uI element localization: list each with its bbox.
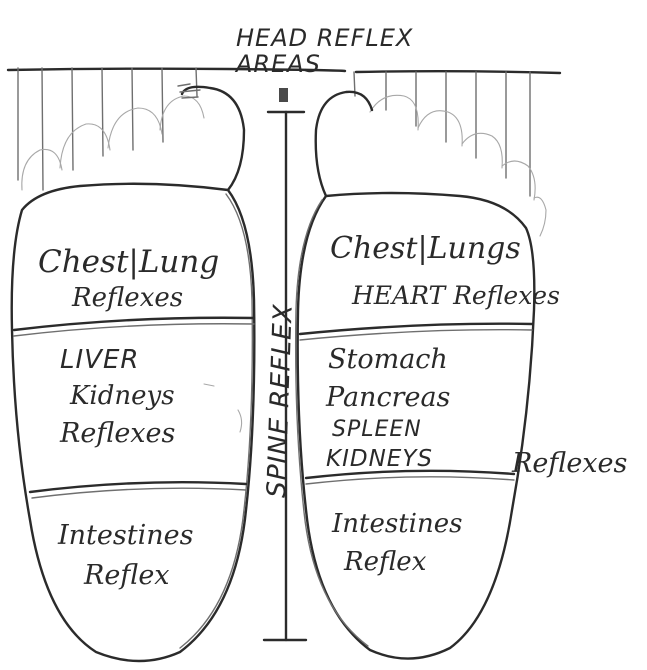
left-zone1-line2: Reflexes	[71, 283, 183, 313]
left-zone2-line1: LIVER	[60, 345, 139, 375]
left-zone2-line2: Kidneys	[69, 381, 175, 411]
right-zone2-line2: Pancreas	[325, 382, 450, 413]
left-zone3-line1: Intestines	[57, 520, 193, 551]
left-zone1-line1: Chest|Lung	[38, 244, 219, 280]
head-areas-label: AREAS	[234, 50, 321, 78]
head-reflex-label: HEAD REFLEX	[236, 24, 413, 52]
right-zone3-line2: Reflex	[343, 547, 427, 577]
right-zone1-line2: HEART Reflexes	[351, 281, 560, 310]
left-zone2-line3: Reflexes	[59, 418, 175, 449]
left-zone3-line2: Reflex	[83, 560, 170, 591]
right-zone2-line1: Stomach	[328, 344, 448, 375]
right-zone2-line4: KIDNEYS	[326, 446, 433, 472]
head-reflex-bar	[8, 68, 560, 196]
right-zone3-line1: Intestines	[331, 509, 462, 539]
right-zone2-line3: SPLEEN	[332, 417, 422, 442]
right-zone2-side-label: Reflexes	[511, 448, 627, 479]
right-zone1-line1: Chest|Lungs	[330, 231, 521, 266]
spine-reflex-label: SPINE REFLEX	[262, 303, 299, 498]
